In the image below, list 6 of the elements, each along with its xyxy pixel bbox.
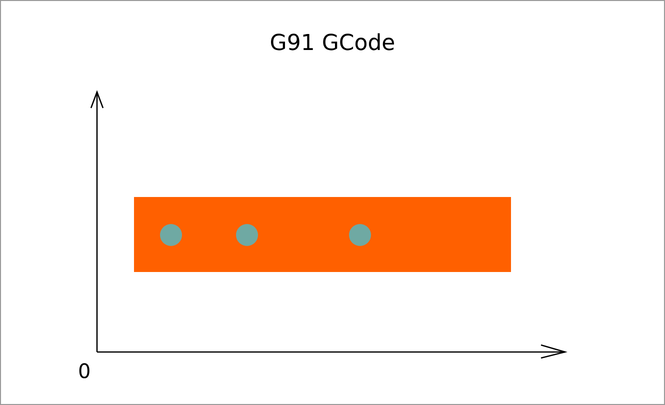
dot-marker	[236, 224, 258, 246]
dot-marker	[349, 224, 371, 246]
work-area-bar	[134, 197, 511, 272]
axis-origin-label: 0	[78, 359, 91, 383]
chart-title: G91 GCode	[268, 31, 396, 56]
dot-marker	[160, 224, 182, 246]
